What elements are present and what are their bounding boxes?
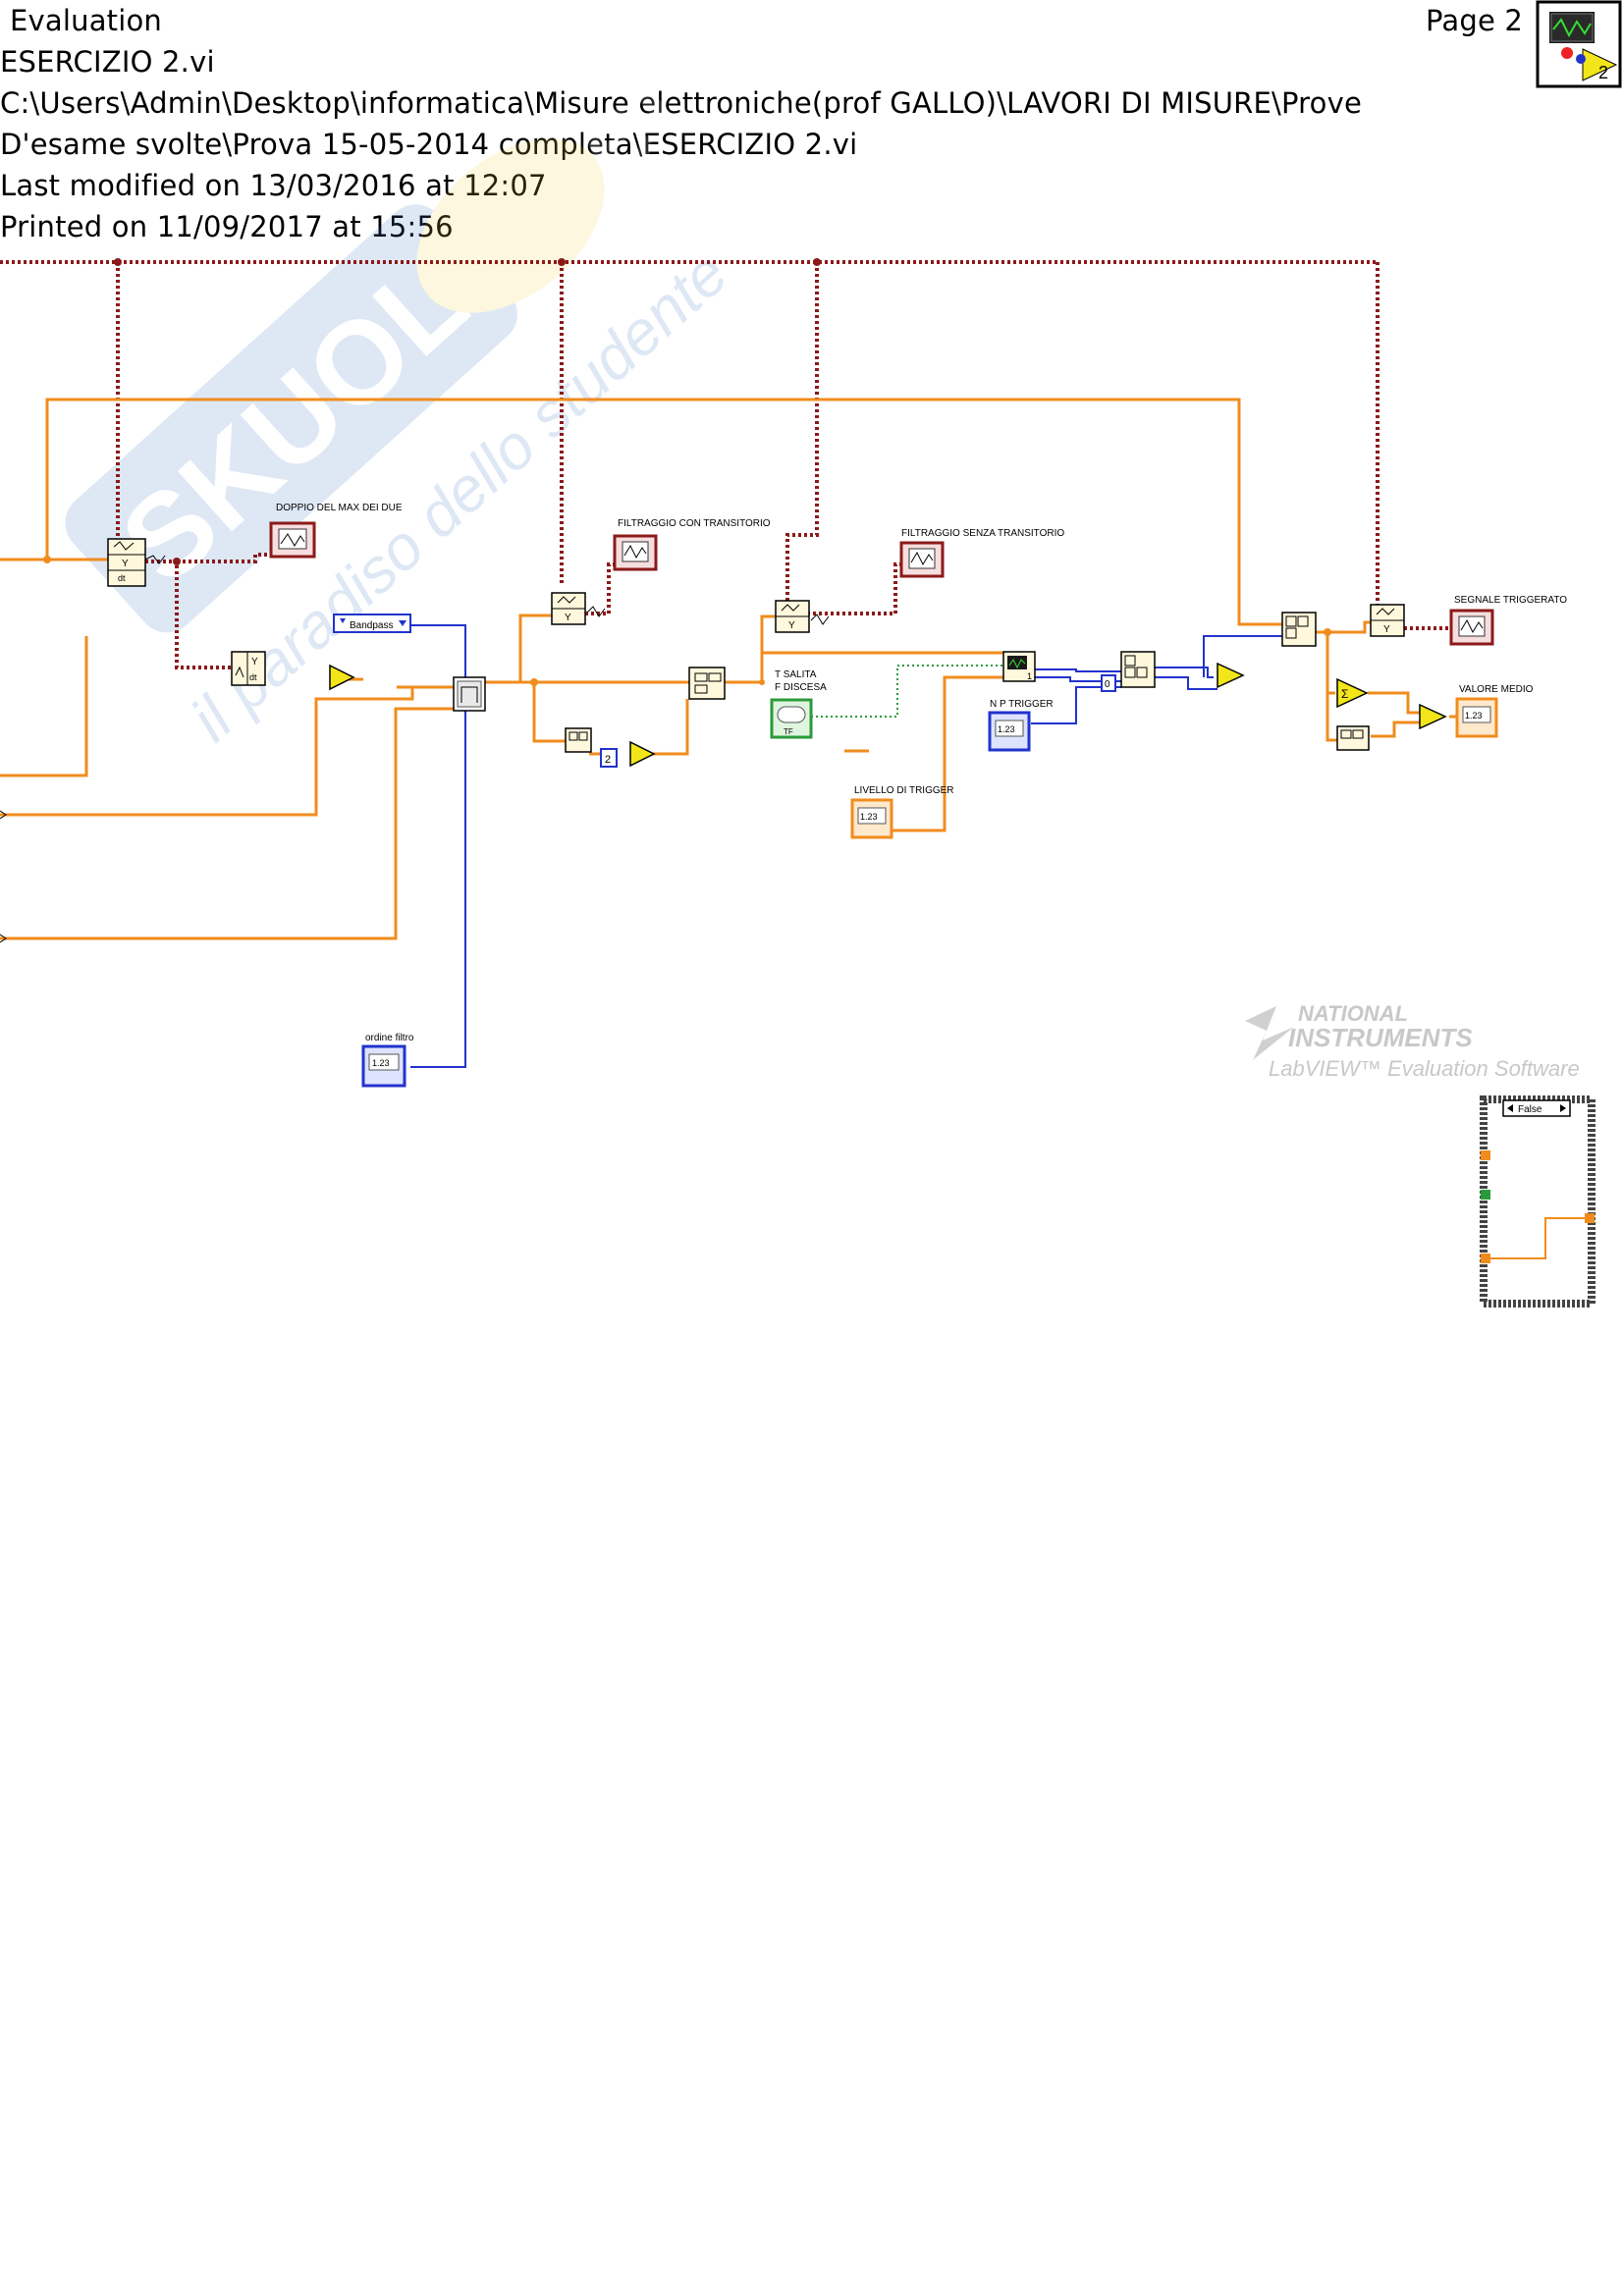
tunnel-icon-filtraggio-con [586, 606, 606, 617]
array-size-node[interactable] [565, 727, 592, 753]
svg-text:1.23: 1.23 [860, 812, 878, 822]
np-trigger-control[interactable]: 1.23 [988, 711, 1031, 752]
svg-text:dt: dt [249, 672, 257, 682]
valore-medio-indicator: 1.23 [1455, 697, 1498, 738]
svg-text:1.23: 1.23 [1465, 711, 1483, 721]
label-np-trigger: N P TRIGGER [990, 699, 1054, 710]
svg-text:Y: Y [1383, 624, 1390, 635]
bandpass-label: Bandpass [350, 620, 393, 631]
svg-text:2: 2 [605, 754, 611, 766]
last-modified: Last modified on 13/03/2016 at 12:07 [0, 169, 547, 202]
build-waveform-segnale[interactable]: Y [1370, 604, 1405, 637]
svg-text:Y: Y [122, 559, 129, 569]
vi-path-line-1: C:\Users\Admin\Desktop\informatica\Misur… [0, 86, 1363, 120]
svg-text:Σ: Σ [1341, 687, 1348, 701]
vi-path-line-2: D'esame svolte\Prova 15-05-2014 completa… [0, 128, 858, 161]
printed-on: Printed on 11/09/2017 at 15:56 [0, 210, 454, 243]
evaluation-label: Evaluation [10, 4, 163, 37]
ordine-filtro-control[interactable]: 1.23 [361, 1044, 406, 1088]
ni-line-2: INSTRUMENTS [1288, 1023, 1473, 1052]
label-f-discesa: F DISCESA [775, 682, 827, 693]
ni-watermark: NATIONAL INSTRUMENTS LabVIEW™ Evaluation… [1245, 1001, 1580, 1081]
tunnel-icon-filtraggio-senza [810, 614, 830, 625]
graph-filtraggio-senza [899, 541, 945, 578]
subtract-node[interactable] [1217, 662, 1245, 689]
array-size-node-2[interactable] [1336, 725, 1370, 751]
sum-array-node[interactable]: Σ [1336, 677, 1369, 709]
vi-name: ESERCIZIO 2.vi [0, 45, 215, 79]
case-structure[interactable]: False [1480, 1095, 1596, 1308]
divide-node[interactable] [629, 740, 656, 768]
svg-text:1.23: 1.23 [998, 724, 1015, 734]
ni-line-1: NATIONAL [1298, 1001, 1408, 1026]
vi-icon: 2 [1536, 0, 1622, 88]
label-segnale-triggerato: SEGNALE TRIGGERATO [1454, 595, 1567, 606]
graph-segnale-triggerato [1449, 609, 1494, 646]
build-waveform-filtraggio-con[interactable]: Y [551, 592, 586, 625]
svg-text:1.23: 1.23 [372, 1058, 390, 1068]
svg-text:Y: Y [251, 657, 258, 667]
left-edge-terminals [0, 810, 7, 943]
wire-junctions [43, 556, 1331, 686]
array-wires [0, 398, 1457, 940]
boolean-wire [811, 665, 1005, 718]
label-valore-medio: VALORE MEDIO [1459, 684, 1534, 695]
array-subset-node[interactable] [688, 667, 726, 700]
label-t-salita: T SALITA [775, 669, 817, 680]
page-number: Page 2 [1426, 4, 1524, 37]
waveform-tunnel-icon [144, 555, 166, 564]
constant-0[interactable]: 0 [1101, 674, 1116, 692]
graph-doppio-del-max [269, 521, 316, 559]
constant-2[interactable]: 2 [600, 748, 618, 768]
array-subset-node-2[interactable] [1281, 612, 1317, 647]
integer-wires [410, 624, 1282, 1068]
label-filtraggio-senza: FILTRAGGIO SENZA TRANSITORIO [901, 528, 1064, 539]
graph-filtraggio-con [613, 534, 658, 571]
scale-node[interactable] [329, 664, 355, 691]
label-ordine-filtro: ordine filtro [365, 1033, 414, 1043]
get-waveform-components-node[interactable]: Y dt [231, 651, 266, 686]
divide-node-2[interactable] [1419, 703, 1447, 730]
build-waveform-node[interactable]: Y dt [107, 538, 146, 587]
svg-text:Y: Y [565, 613, 571, 623]
svg-text:TF: TF [784, 727, 793, 736]
svg-text:dt: dt [118, 573, 126, 583]
vi-icon-number: 2 [1598, 63, 1608, 82]
svg-text:Y: Y [788, 620, 795, 631]
build-waveform-filtraggio-senza[interactable]: Y [775, 600, 810, 633]
butterworth-filter-node[interactable] [453, 676, 486, 712]
t-salita-f-discesa-control[interactable]: TF [770, 698, 813, 739]
trigger-detection-node[interactable]: 1 [1002, 651, 1036, 682]
skuola-watermark: SKUOLA.net il paradiso dello studente [65, 37, 741, 755]
label-livello-di-trigger: LIVELLO DI TRIGGER [854, 785, 954, 796]
ni-line-3: LabVIEW™ Evaluation Software [1269, 1056, 1580, 1081]
index-array-node[interactable] [1120, 651, 1156, 688]
label-filtraggio-con: FILTRAGGIO CON TRANSITORIO [618, 518, 771, 529]
case-selector-label: False [1518, 1104, 1542, 1115]
cluster-junctions [114, 258, 821, 565]
svg-text:1: 1 [1027, 671, 1032, 681]
bandpass-enum-constant[interactable]: Bandpass [333, 614, 411, 633]
label-doppio-del-max: DOPPIO DEL MAX DEI DUE [276, 503, 403, 513]
livello-di-trigger-control[interactable]: 1.23 [850, 798, 893, 839]
svg-text:0: 0 [1105, 679, 1110, 690]
